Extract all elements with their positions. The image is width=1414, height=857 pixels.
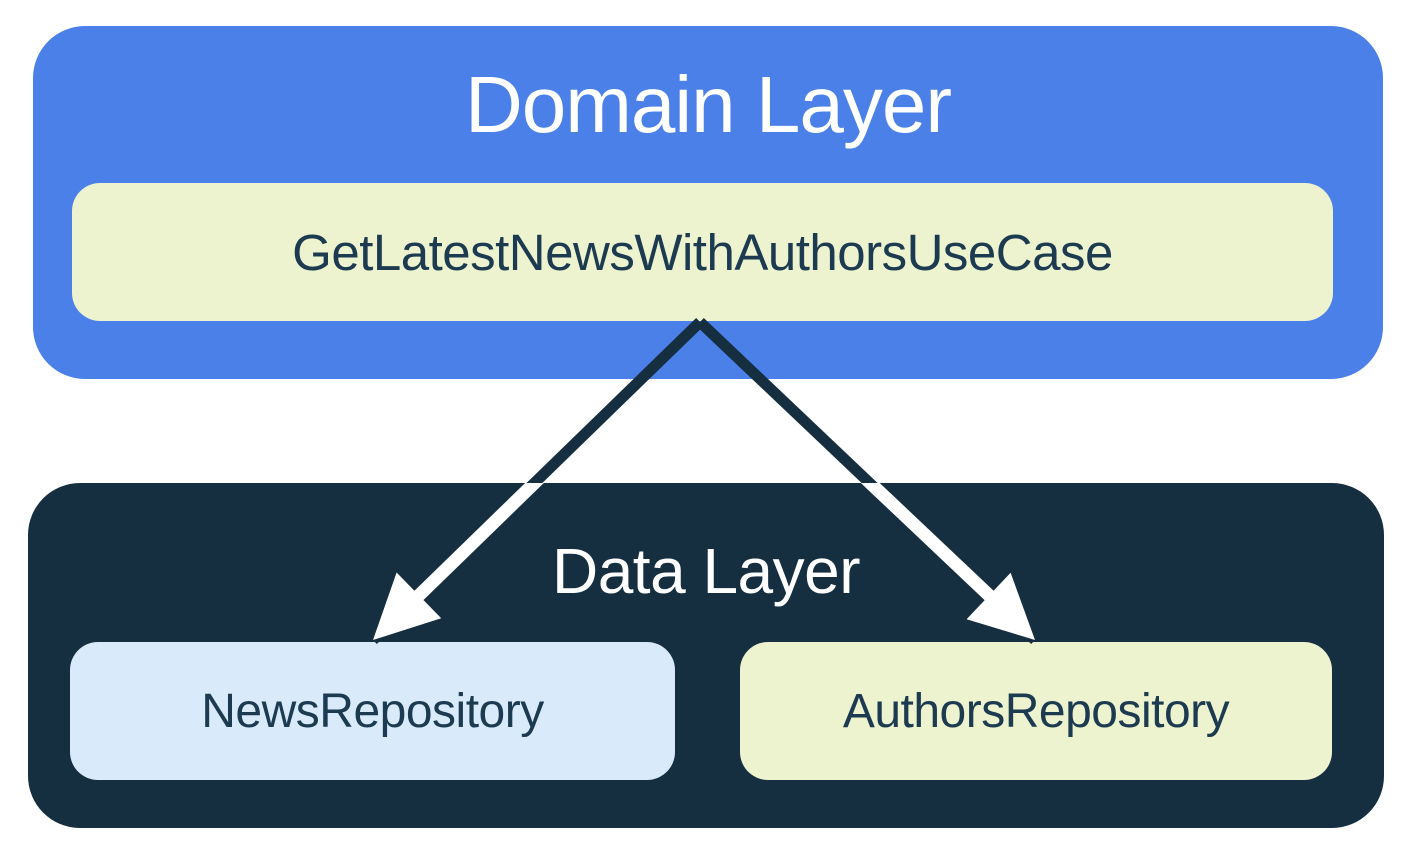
domain-layer-title: Domain Layer (464, 59, 952, 149)
data-layer-title: Data Layer (551, 534, 861, 607)
news-repository-box: NewsRepository (70, 642, 675, 780)
domain-layer-box: Domain Layer GetLatestNewsWithAuthorsUse… (33, 26, 1383, 379)
use-case-box: GetLatestNewsWithAuthorsUseCase (72, 183, 1333, 321)
use-case-label: GetLatestNewsWithAuthorsUseCase (292, 223, 1113, 281)
authors-repository-box: AuthorsRepository (740, 642, 1332, 780)
data-layer-box: Data Layer NewsRepository AuthorsReposit… (28, 483, 1384, 828)
authors-repository-label: AuthorsRepository (842, 684, 1230, 738)
news-repository-label: NewsRepository (201, 684, 544, 738)
